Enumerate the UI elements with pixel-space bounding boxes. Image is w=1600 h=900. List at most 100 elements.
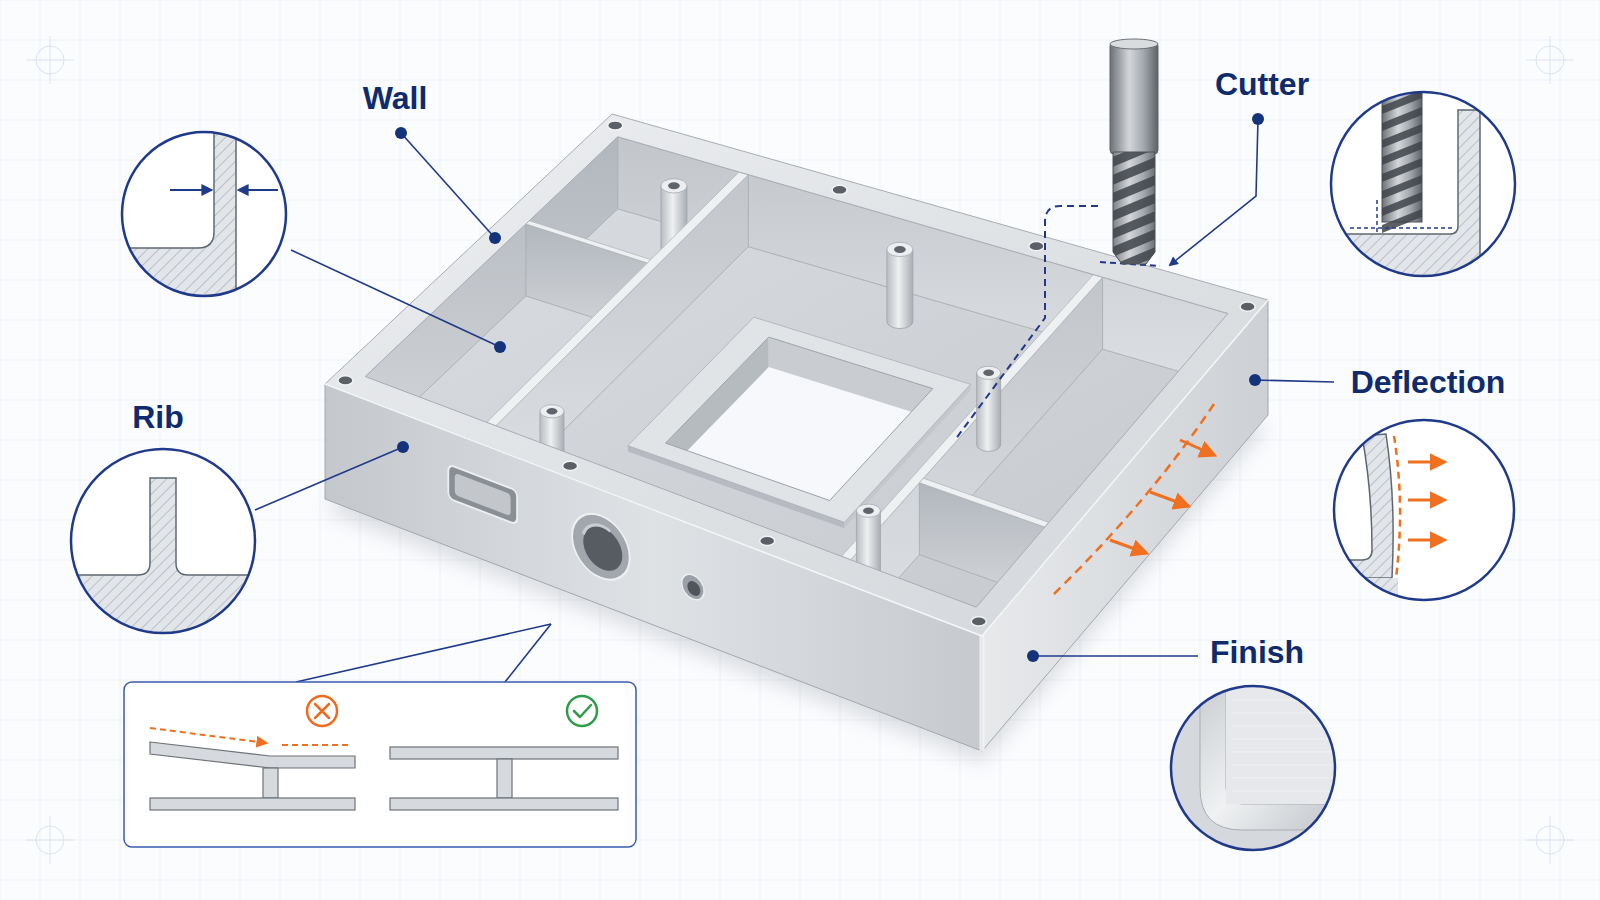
tapped-hole	[682, 571, 704, 604]
leader-line	[401, 133, 495, 238]
flute-helix	[1110, 246, 1158, 276]
boss-top	[661, 179, 687, 193]
force-arrow	[1408, 499, 1444, 502]
bolt-hole	[971, 617, 986, 626]
finish-face	[1226, 680, 1346, 804]
web	[497, 759, 512, 798]
brush-mark	[1232, 739, 1340, 740]
web	[263, 768, 278, 798]
leader-line	[296, 624, 551, 682]
tool-body	[1382, 80, 1422, 222]
leader-line	[255, 447, 403, 510]
bad-icon	[307, 696, 337, 726]
corner-highlight	[980, 636, 985, 751]
leader-dot	[397, 441, 409, 453]
grid-line	[0, 0, 1, 900]
base-flange	[390, 798, 618, 810]
inset-ring	[1331, 92, 1515, 276]
flute-helix	[1382, 209, 1422, 233]
grid-line	[80, 0, 81, 900]
callout-label: Deflection	[1351, 365, 1506, 400]
callout-label: Finish	[1210, 635, 1304, 670]
grid-line	[0, 80, 1600, 81]
boss-top	[887, 242, 913, 256]
corner-mark	[50, 816, 51, 864]
boss-hole	[863, 507, 874, 513]
corner-mark	[50, 36, 51, 84]
top-flange	[390, 747, 618, 759]
rib-top	[919, 478, 1048, 527]
leader-line	[505, 624, 551, 682]
leader-line	[1255, 380, 1334, 382]
grid-line	[0, 40, 1600, 41]
brush-mark	[1232, 765, 1340, 766]
leader-line	[291, 250, 500, 347]
inset-ring	[122, 132, 286, 296]
inset-content	[100, 128, 278, 300]
window-opening	[666, 337, 933, 500]
force-arrow	[1150, 492, 1188, 506]
counterbored-hole	[572, 505, 630, 589]
rib-comparison	[124, 682, 636, 847]
leader-line	[1170, 119, 1258, 265]
leader-dot	[1249, 374, 1261, 386]
detail-inset	[1320, 80, 1515, 290]
bore	[583, 520, 622, 577]
window-inner-wall	[769, 337, 933, 419]
leader-dot	[1027, 650, 1039, 662]
corner-mark	[1550, 816, 1551, 864]
comparison-frame	[124, 682, 636, 847]
wall-section	[100, 128, 236, 300]
window-inner-wall	[666, 337, 769, 473]
floor-section	[1318, 578, 1398, 608]
callout-label: Wall	[363, 81, 428, 116]
deflected-wall	[1318, 434, 1393, 578]
boss-hole	[983, 370, 994, 376]
inset-ring	[1334, 420, 1514, 600]
hole	[687, 579, 700, 598]
hole-rim	[682, 571, 704, 604]
inset-content	[1318, 434, 1444, 608]
inset-ground	[1334, 420, 1514, 600]
window-inner-walls	[666, 337, 933, 473]
slot-inner	[455, 473, 511, 516]
grid-line	[40, 0, 41, 900]
boss-hole	[668, 182, 680, 189]
reference-line	[282, 744, 352, 746]
outer-side-face	[982, 300, 1268, 751]
leader-dot	[489, 232, 501, 244]
boss-top	[856, 504, 880, 517]
leader-line	[1033, 655, 1198, 657]
brush-mark	[1232, 713, 1340, 714]
inset-content	[60, 478, 270, 640]
flute-helix	[1110, 264, 1158, 294]
detail-inset	[1170, 680, 1346, 855]
end-mill-shank	[1110, 42, 1158, 154]
leader-dot	[395, 127, 407, 139]
deflection-arrow	[150, 728, 266, 743]
thickness-arrow	[239, 189, 278, 191]
force-arrow	[1110, 540, 1146, 553]
bolt-hole	[608, 121, 623, 130]
bolt-hole	[563, 461, 578, 470]
boss-hole	[547, 408, 558, 414]
machined-housing	[325, 114, 1268, 763]
boss-top	[977, 366, 1001, 379]
boss	[887, 242, 913, 328]
bore-highlight	[583, 519, 610, 544]
rib-section	[60, 478, 270, 640]
counterbore	[572, 505, 630, 589]
deflection-curve	[1054, 404, 1214, 594]
inset-content	[1170, 680, 1346, 855]
offset-line	[1350, 227, 1455, 229]
end-mill-flutes	[1110, 138, 1158, 294]
grid-line	[1560, 0, 1561, 900]
inset-ring	[1171, 686, 1335, 850]
boss	[977, 366, 1001, 451]
top-rim	[325, 114, 1268, 636]
corner-mark	[1550, 36, 1551, 84]
